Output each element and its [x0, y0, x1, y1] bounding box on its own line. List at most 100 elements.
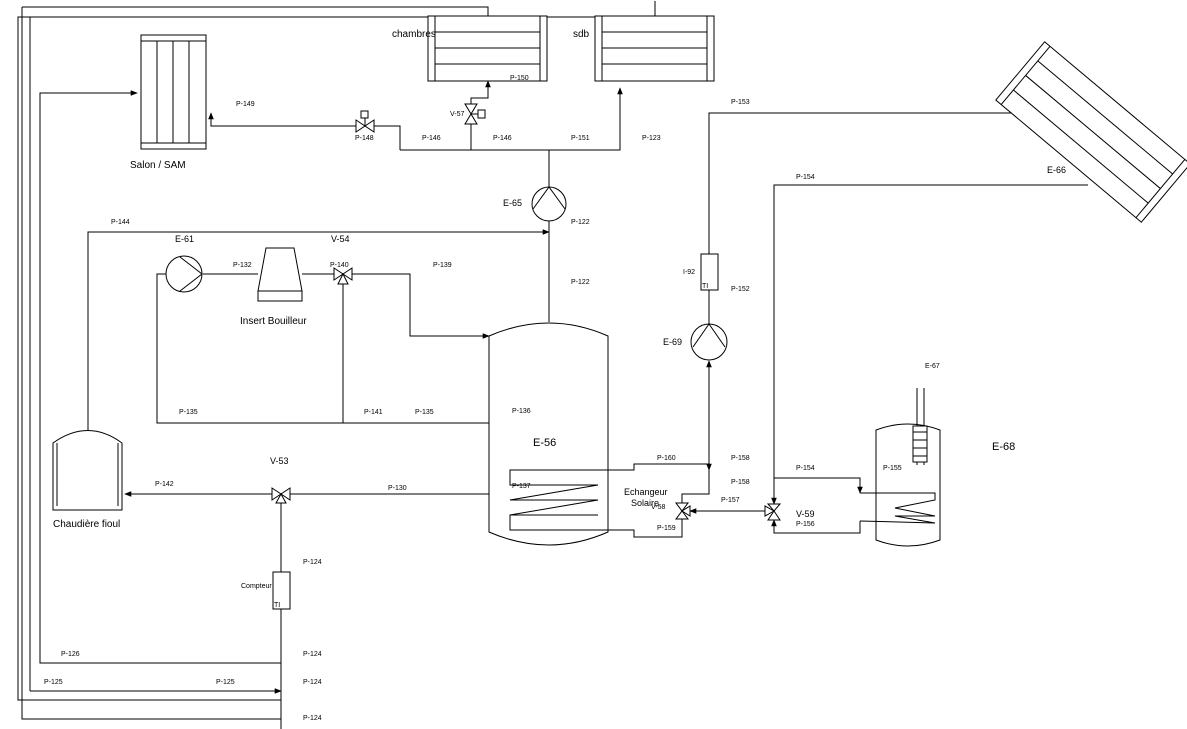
- valve-v53: [271, 487, 291, 504]
- label-e65: E-65: [503, 198, 522, 208]
- pipe-outer-loop: [21, 7, 281, 720]
- pipe-label: P-151: [571, 135, 590, 142]
- label-e69: E-69: [663, 337, 682, 347]
- equipment-labels: Salon / SAM chambres sdb Insert Bouilleu…: [53, 29, 1066, 609]
- pipe-label: P-156: [796, 521, 815, 528]
- pipe-to-v58: [681, 488, 710, 503]
- pump-e65: [531, 186, 567, 222]
- label-chambres: chambres: [392, 29, 436, 40]
- pipe-label: P-122: [571, 279, 590, 286]
- pipe-label: P-125: [216, 679, 235, 686]
- pipe-label: P-126: [61, 651, 80, 658]
- pipe-header: [400, 87, 623, 151]
- solar-collector-e66: [995, 41, 1187, 223]
- tank-e56: [488, 322, 609, 546]
- pipe-label: P-124: [303, 651, 322, 658]
- label-v59: V-59: [796, 509, 815, 519]
- label-v54: V-54: [331, 234, 350, 244]
- pipe-label: P-155: [883, 465, 902, 472]
- pipe-label: P-136: [512, 408, 531, 415]
- radiator-salon: [140, 34, 207, 150]
- pipe-label: P-152: [731, 286, 750, 293]
- label-i92-ti: TI: [702, 283, 708, 290]
- pipe-label: P-130: [388, 485, 407, 492]
- pipe-label: P-148: [355, 135, 374, 142]
- pipe-p144: [87, 229, 550, 432]
- label-v57: V-57: [450, 111, 465, 118]
- pipe-p126: [39, 90, 281, 664]
- pipe-p149: [208, 112, 356, 127]
- pipe-p135: [156, 273, 489, 424]
- label-e66: E-66: [1047, 165, 1066, 175]
- label-chaudiere: Chaudière fioul: [53, 519, 120, 530]
- tank-e68: [859, 388, 941, 547]
- pipe-label: P-154: [796, 174, 815, 181]
- pipe-label: P-124: [303, 715, 322, 722]
- instrument-i92: [700, 253, 719, 291]
- pipe-label: P-158: [731, 479, 750, 486]
- valve-v57: [464, 103, 486, 125]
- label-echangeur-1: Echangeur: [624, 487, 668, 497]
- label-i92: I-92: [683, 269, 695, 276]
- pipe-p159: [608, 519, 683, 538]
- pipe-p153: [708, 110, 1030, 254]
- pipe-label: P-142: [155, 481, 174, 488]
- pipe-p148: [374, 125, 401, 150]
- label-v58: V-58: [651, 504, 666, 511]
- pipe-label: P-157: [721, 497, 740, 504]
- pipe-label: P-149: [236, 101, 255, 108]
- pipe-label: P-135: [179, 409, 198, 416]
- pipe-p154b: [774, 477, 863, 494]
- pipe-label: P-137: [512, 483, 531, 490]
- pipe-label: P-146: [493, 135, 512, 142]
- pipe-label: P-158: [731, 455, 750, 462]
- pipe-label: P-124: [303, 559, 322, 566]
- pipe-label: P-154: [796, 465, 815, 472]
- valve-v59: [764, 503, 782, 521]
- pipe-p156: [771, 519, 861, 534]
- pipe-label: P-123: [642, 135, 661, 142]
- radiator-chambres: [427, 15, 548, 82]
- valve-v58: [675, 502, 691, 520]
- chaudiere-fioul: [52, 430, 123, 511]
- label-insert: Insert Bouilleur: [240, 316, 307, 327]
- radiator-sdb: [594, 15, 715, 82]
- pump-e61: [165, 255, 203, 293]
- pump-e69: [690, 323, 728, 361]
- label-v53: V-53: [270, 456, 289, 466]
- pipe-p160: [608, 463, 712, 471]
- label-e68: E-68: [992, 441, 1015, 453]
- label-e61: E-61: [175, 234, 194, 244]
- pipe-label: P-160: [657, 455, 676, 462]
- pipe-label: P-141: [364, 409, 383, 416]
- pipe-label: P-125: [44, 679, 63, 686]
- pipe-p139: [352, 273, 490, 339]
- pipe-label: P-153: [731, 99, 750, 106]
- pipe-label: P-139: [433, 262, 452, 269]
- pipe-label: P-124: [303, 679, 322, 686]
- pipe-label: P-146: [422, 135, 441, 142]
- valve-p148: [355, 110, 375, 133]
- pipe-p154: [771, 184, 1088, 505]
- pipe-label: P-122: [571, 219, 590, 226]
- pipe-top-return: [17, 1, 656, 701]
- pipe-p150: [470, 80, 491, 104]
- label-e67: E-67: [925, 363, 940, 370]
- insert-bouilleur: [257, 247, 303, 302]
- valve-v54: [333, 267, 353, 285]
- label-salon: Salon / SAM: [130, 160, 186, 171]
- label-compteur: Compteur: [241, 583, 272, 590]
- label-compteur-ti: TI: [274, 602, 280, 609]
- label-e56: E-56: [533, 437, 556, 449]
- pipes: [17, 1, 1088, 729]
- meter-compteur: [272, 571, 291, 610]
- pipe-label: P-144: [111, 219, 130, 226]
- pipe-label: P-135: [415, 409, 434, 416]
- pipe-labels: P-122 P-122 P-123 P-124 P-124 P-124 P-12…: [44, 75, 902, 722]
- pipe-label: P-140: [330, 262, 349, 269]
- pipe-label: P-150: [510, 75, 529, 82]
- pipe-label: P-132: [233, 262, 252, 269]
- label-echangeur-2: Solaire: [631, 498, 659, 508]
- label-sdb: sdb: [573, 29, 590, 40]
